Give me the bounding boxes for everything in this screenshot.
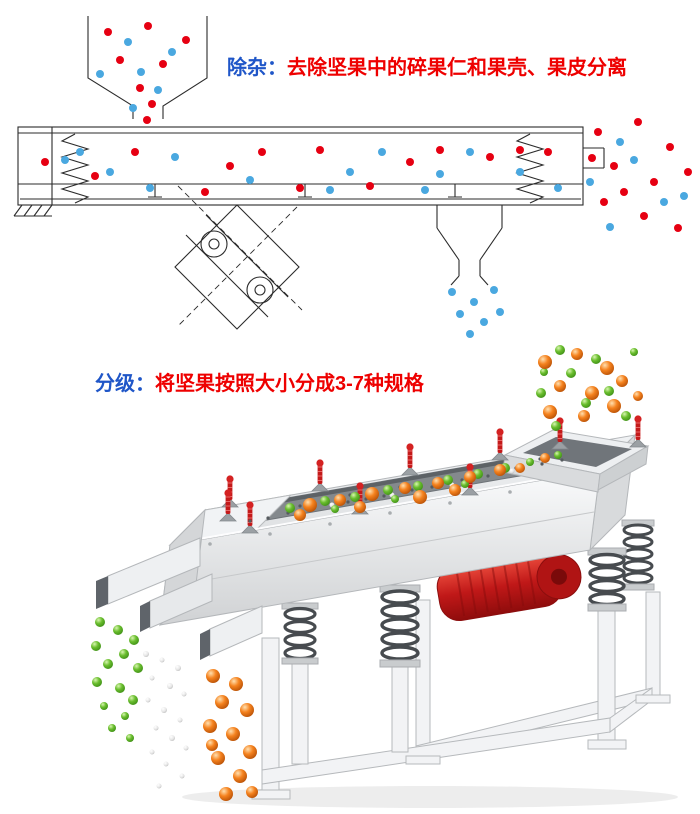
discharge-chutes (96, 508, 263, 660)
deck-supports (148, 183, 462, 198)
screen-body (17, 126, 584, 206)
ground-shadow (182, 786, 678, 808)
chute-coarse-opening (200, 629, 210, 660)
caption-impurity-removal: 除杂：去除坚果中的碎果仁和果壳、果皮分离 (227, 58, 627, 78)
inlet-hopper (502, 429, 650, 493)
left-spring (60, 133, 90, 204)
chute-mid-opening (140, 601, 150, 632)
feed-hopper (87, 16, 208, 119)
spring-right-back (621, 519, 655, 591)
caption-grading: 分级：将坚果按照大小分成3-7种规格 (95, 374, 424, 394)
blue-particles (61, 38, 688, 338)
spring-left (281, 602, 319, 665)
caption-impurity-text: 去除坚果中的碎果仁和果壳、果皮分离 (287, 57, 627, 79)
right-spring (515, 133, 545, 204)
support-frame (251, 591, 671, 800)
coil-springs (281, 519, 655, 668)
chute-coarse (209, 605, 263, 657)
white-particles (143, 468, 515, 789)
right-end-outlet (583, 147, 605, 169)
red-particles (41, 22, 692, 232)
vibration-exciter (174, 185, 303, 330)
green-nuts (91, 345, 638, 742)
spring-right-front (587, 547, 627, 612)
chute-fine-opening (96, 576, 108, 609)
caption-impurity-label: 除杂： (227, 57, 287, 79)
orange-nuts (203, 348, 643, 801)
discharge-funnel (436, 205, 503, 286)
spring-mid (379, 584, 421, 668)
left-mount-hatching (13, 204, 53, 217)
caption-grading-text: 将坚果按照大小分成3-7种规格 (155, 373, 424, 395)
caption-grading-label: 分级： (95, 373, 155, 395)
chute-mid (149, 573, 213, 629)
